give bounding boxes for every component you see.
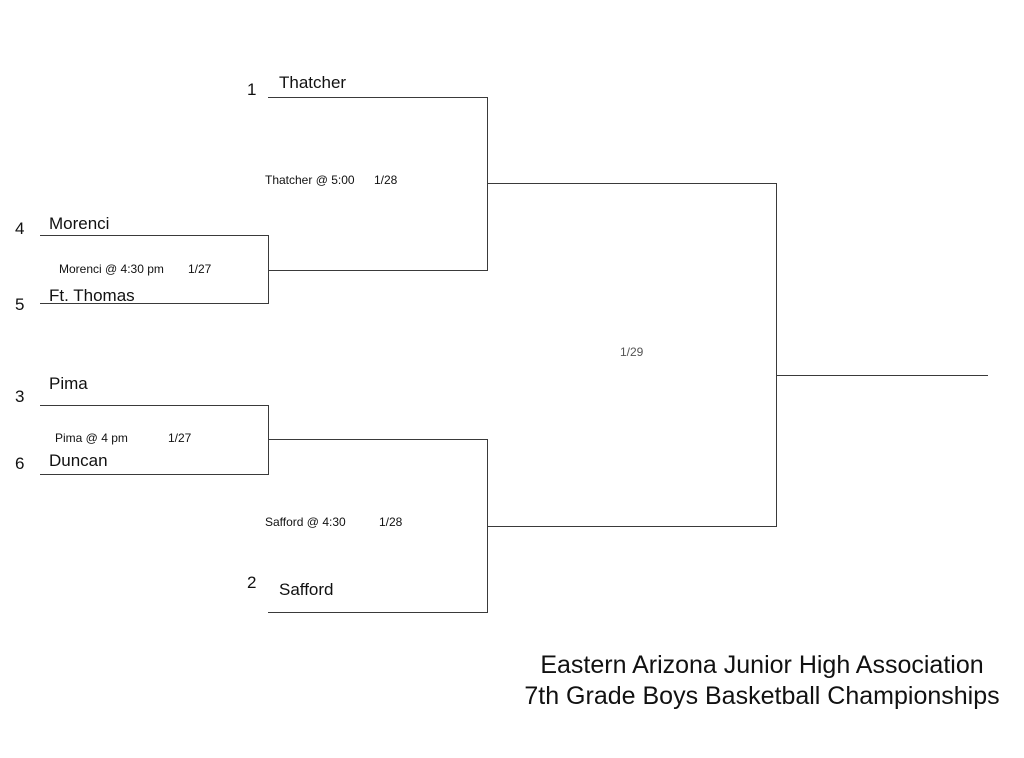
pima-line (40, 405, 268, 406)
game3-connector (487, 97, 488, 271)
seed-3: 3 (15, 387, 25, 406)
safford-line (268, 612, 487, 613)
team-safford: Safford (279, 580, 334, 599)
game4-winner-line (487, 526, 776, 527)
final-connector (776, 183, 777, 527)
game2-date: 1/27 (168, 431, 192, 445)
team-ft-thomas: Ft. Thomas (49, 286, 135, 305)
title-line-2: 7th Grade Boys Basketball Championships (524, 682, 1000, 710)
game3-label: Thatcher @ 5:00 (265, 173, 355, 187)
game1-date: 1/27 (188, 262, 212, 276)
thatcher-line (268, 97, 487, 98)
team-thatcher: Thatcher (279, 73, 347, 92)
seed-6: 6 (15, 454, 25, 473)
game3-winner-line (487, 183, 776, 184)
seed-1: 1 (247, 80, 257, 99)
game2-winner-line (268, 439, 487, 440)
game4-date: 1/28 (379, 515, 403, 529)
duncan-line (40, 474, 268, 475)
seed-4: 4 (15, 219, 25, 238)
game1-winner-line (268, 270, 487, 271)
title-line-1: Eastern Arizona Junior High Association (540, 651, 984, 679)
team-duncan: Duncan (49, 451, 108, 470)
game2-connector (268, 405, 269, 475)
team-morenci: Morenci (49, 214, 110, 233)
bracket-title: Eastern Arizona Junior High Association … (500, 650, 1024, 712)
morenci-line (40, 235, 268, 236)
game1-label: Morenci @ 4:30 pm (59, 262, 164, 276)
team-pima: Pima (49, 374, 88, 393)
champion-line (776, 375, 988, 376)
final-date: 1/29 (620, 345, 644, 359)
game3-date: 1/28 (374, 173, 398, 187)
seed-5: 5 (15, 295, 25, 314)
game1-connector (268, 235, 269, 304)
game2-label: Pima @ 4 pm (55, 431, 128, 445)
seed-2: 2 (247, 573, 257, 592)
ft-thomas-line (40, 303, 268, 304)
game4-label: Safford @ 4:30 (265, 515, 346, 529)
